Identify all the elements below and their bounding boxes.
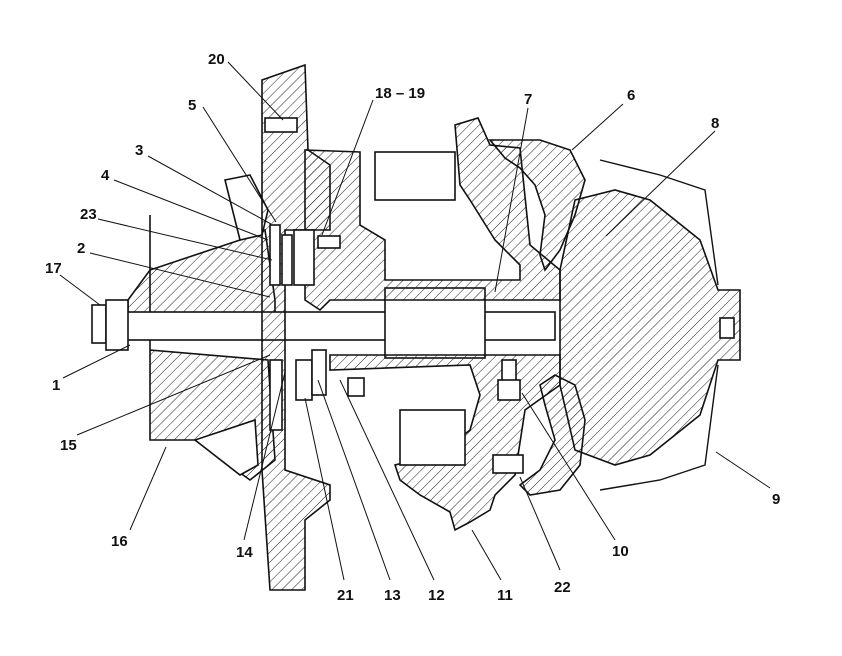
callout-18-19: 18 – 19 <box>375 85 425 102</box>
callout-20: 20 <box>208 51 225 68</box>
callout-14: 14 <box>236 544 253 561</box>
bolt-upper <box>317 235 341 249</box>
callout-21: 21 <box>337 587 354 604</box>
thrust-components <box>269 224 327 431</box>
callout-10: 10 <box>612 543 629 560</box>
clamp-22 <box>492 454 524 474</box>
callout-9: 9 <box>772 491 780 508</box>
turbine-wheel <box>559 159 741 491</box>
callout-16: 16 <box>111 533 128 550</box>
callout-5: 5 <box>188 97 196 114</box>
callout-2: 2 <box>77 240 85 257</box>
bolt-lower <box>347 377 365 397</box>
callout-4: 4 <box>101 167 110 184</box>
callout-1: 1 <box>52 377 60 394</box>
shaft-nut <box>91 299 129 351</box>
callout-12: 12 <box>428 587 445 604</box>
leader-lines <box>59 61 771 581</box>
bolt-turbine-side <box>497 359 521 401</box>
callout-3: 3 <box>135 142 143 159</box>
callout-7: 7 <box>524 91 532 108</box>
callout-labels: 20 5 18 – 19 3 4 23 2 17 7 6 8 1 15 16 1… <box>45 51 780 604</box>
callout-8: 8 <box>711 115 719 132</box>
callout-22: 22 <box>554 579 571 596</box>
callout-13: 13 <box>384 587 401 604</box>
callout-11: 11 <box>497 587 513 604</box>
callout-6: 6 <box>627 87 635 104</box>
callout-23: 23 <box>80 206 97 223</box>
clamp-20 <box>264 117 298 133</box>
callout-15: 15 <box>60 437 77 454</box>
callout-17: 17 <box>45 260 62 277</box>
